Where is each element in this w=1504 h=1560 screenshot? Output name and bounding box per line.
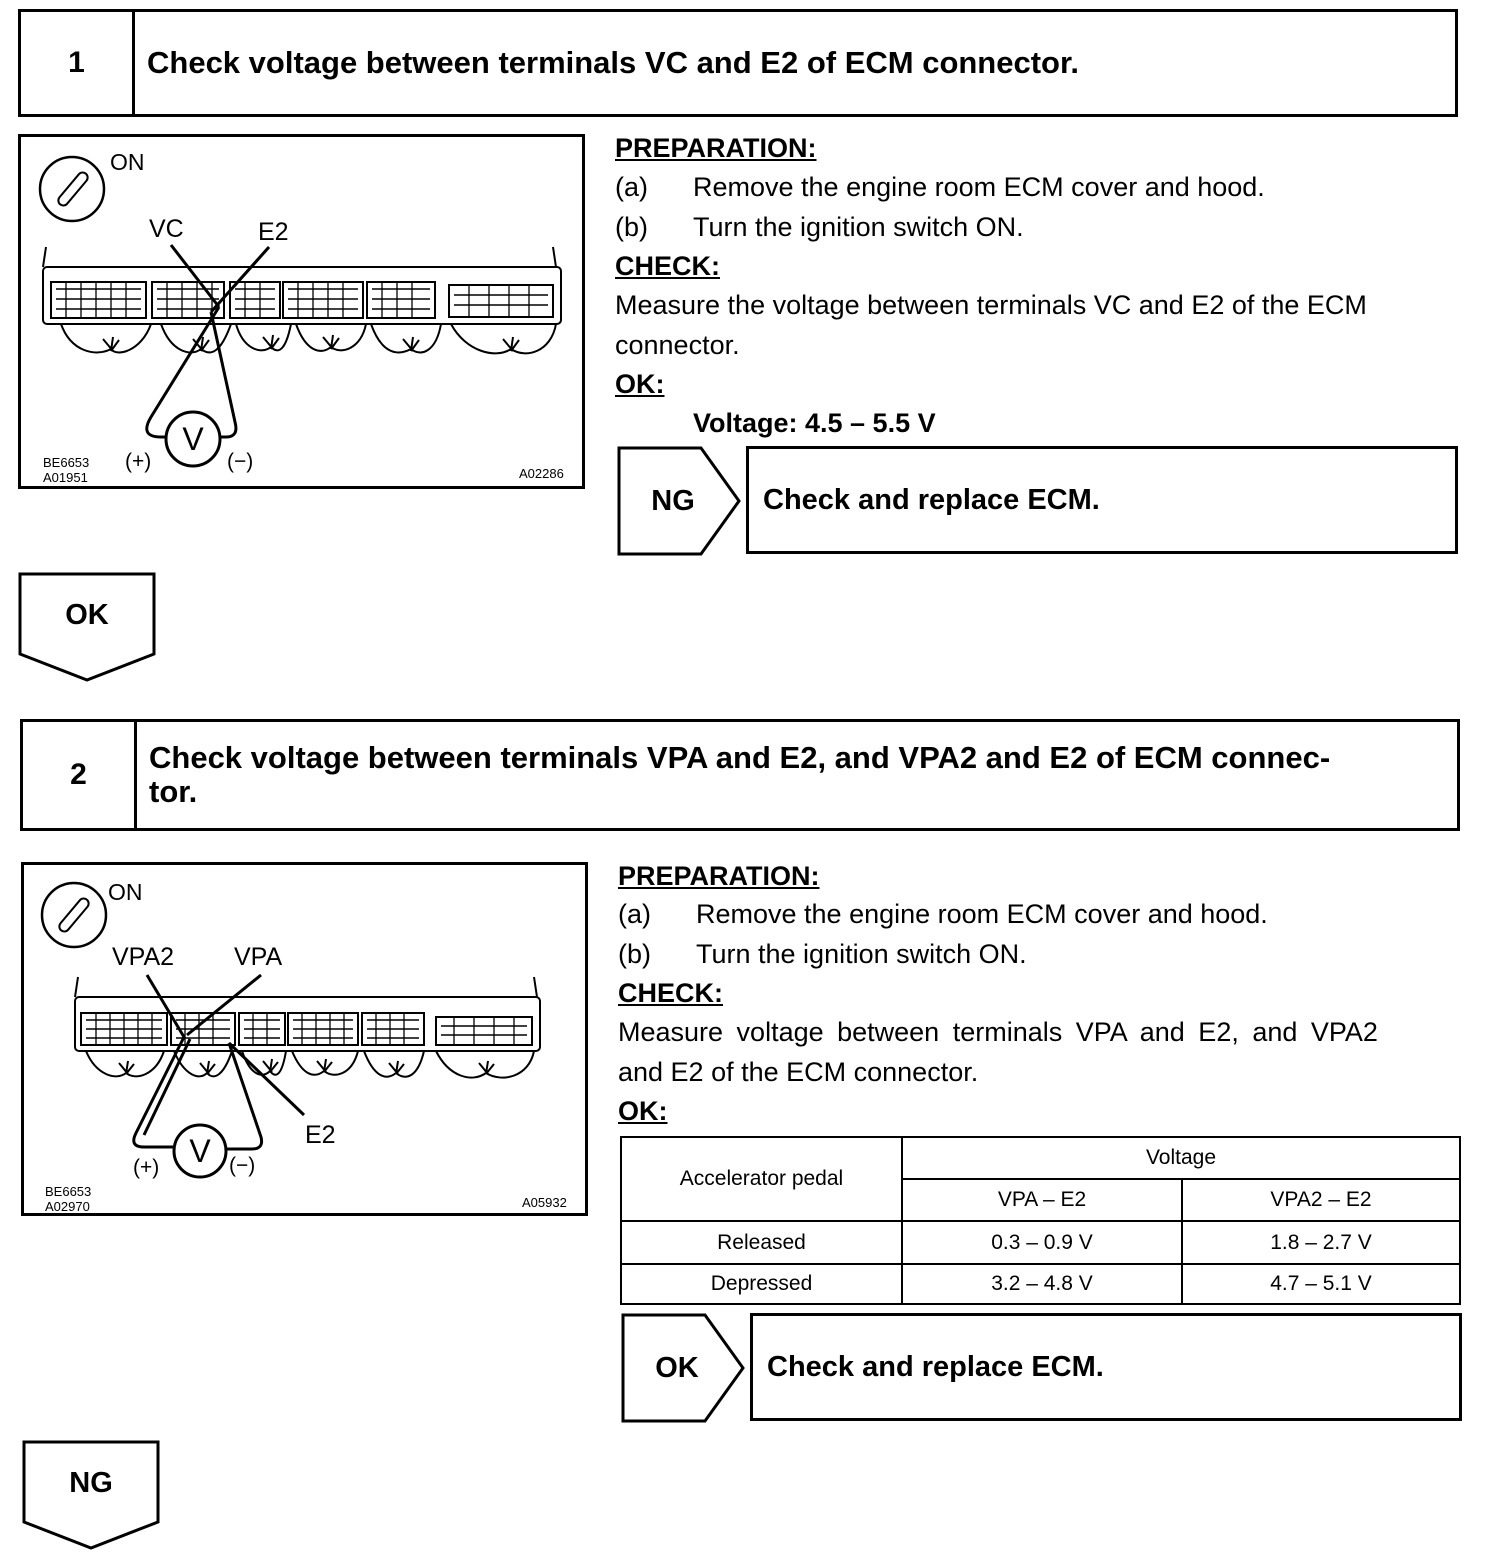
ok-down-arrow bbox=[18, 572, 156, 682]
ignition-switch-icon bbox=[40, 881, 108, 949]
ng-label: NG bbox=[651, 484, 695, 517]
minus-lead-label: (−) bbox=[227, 450, 253, 473]
ok-heading: OK: bbox=[618, 1096, 668, 1126]
ignition-switch-icon bbox=[38, 155, 106, 223]
step-1-figure: ON VC E2 V (+) (−) BE6653 A01951 A02286 bbox=[18, 134, 585, 489]
table-cell: 1.8 – 2.7 V bbox=[1181, 1220, 1461, 1265]
terminal-e2-label: E2 bbox=[258, 218, 289, 246]
check-heading: CHECK: bbox=[618, 978, 723, 1008]
voltmeter-icon bbox=[172, 1123, 228, 1179]
step-1-header: 1 Check voltage between terminals VC and… bbox=[18, 9, 1458, 117]
ng-next-label: NG bbox=[69, 1466, 113, 1499]
figure-code: A01951 bbox=[43, 470, 88, 485]
table-cell: Depressed bbox=[620, 1263, 903, 1305]
step-number: 2 bbox=[23, 722, 137, 828]
ok-heading: OK: bbox=[615, 369, 665, 399]
table-column-header: VPA2 – E2 bbox=[1181, 1178, 1461, 1222]
check-heading: CHECK: bbox=[615, 251, 720, 281]
ecm-connector bbox=[42, 246, 562, 355]
step-title: Check voltage between terminals VPA and … bbox=[149, 722, 1447, 828]
prep-b-text: Turn the ignition switch ON. bbox=[696, 939, 1027, 969]
probe-leads bbox=[132, 973, 306, 1151]
step-number: 1 bbox=[21, 12, 135, 114]
step-title: Check voltage between terminals VC and E… bbox=[147, 45, 1079, 80]
ok-spec-value: Voltage: 4.5 – 5.5 V bbox=[693, 408, 936, 438]
switch-on-label: ON bbox=[108, 879, 143, 905]
prep-a-marker: (a) bbox=[615, 172, 648, 202]
step-title-line: Check voltage between terminals VPA and … bbox=[149, 740, 1331, 775]
step-title-line: tor. bbox=[149, 774, 198, 809]
prep-b-text: Turn the ignition switch ON. bbox=[693, 212, 1024, 242]
ng-down-arrow bbox=[22, 1440, 160, 1550]
figure-code: A02286 bbox=[519, 466, 564, 481]
table-row-header: Accelerator pedal bbox=[620, 1136, 903, 1222]
table-cell: 3.2 – 4.8 V bbox=[901, 1263, 1183, 1305]
terminal-vpa-label: VPA bbox=[234, 943, 282, 971]
plus-lead-label: (+) bbox=[133, 1156, 159, 1179]
terminal-vc-label: VC bbox=[149, 215, 184, 243]
table-column-header: VPA – E2 bbox=[901, 1178, 1183, 1222]
terminal-e2-label: E2 bbox=[305, 1121, 336, 1149]
check-text: Measure voltage between terminals VPA an… bbox=[618, 1017, 1378, 1047]
prep-a-text: Remove the engine room ECM cover and hoo… bbox=[693, 172, 1265, 202]
step-2-header: 2 Check voltage between terminals VPA an… bbox=[20, 719, 1460, 831]
minus-lead-label: (−) bbox=[229, 1154, 255, 1177]
ecm-connector-diagram: ON VC E2 V (+) (−) BE6653 A01951 A02286 bbox=[38, 149, 564, 485]
table-group-header: Voltage bbox=[901, 1136, 1461, 1180]
table-cell: Released bbox=[620, 1220, 903, 1265]
prep-b-marker: (b) bbox=[615, 212, 648, 242]
prep-a-text: Remove the engine room ECM cover and hoo… bbox=[696, 899, 1268, 929]
voltmeter-icon bbox=[164, 410, 222, 468]
table-row: Depressed 3.2 – 4.8 V 4.7 – 5.1 V bbox=[620, 1263, 1461, 1305]
prep-b-marker: (b) bbox=[618, 939, 651, 969]
ng-arrow-shape bbox=[617, 446, 741, 556]
prep-a-marker: (a) bbox=[618, 899, 651, 929]
table-row: Released 0.3 – 0.9 V 1.8 – 2.7 V bbox=[620, 1220, 1461, 1265]
voltage-spec-table: Accelerator pedal Voltage VPA – E2 VPA2 … bbox=[620, 1136, 1461, 1305]
step-2-figure: ON VPA2 VPA E2 V (+) (−) BE6653 A02970 A… bbox=[21, 862, 588, 1216]
preparation-heading: PREPARATION: bbox=[618, 861, 820, 891]
table-cell: 0.3 – 0.9 V bbox=[901, 1220, 1183, 1265]
figure-code: A02970 bbox=[45, 1199, 90, 1214]
plus-lead-label: (+) bbox=[125, 450, 151, 473]
figure-code: A05932 bbox=[522, 1195, 567, 1210]
check-text: connector. bbox=[615, 330, 740, 360]
ecm-connector bbox=[74, 976, 541, 1079]
ng-action-box: Check and replace ECM. bbox=[746, 446, 1458, 554]
probe-leads bbox=[145, 244, 271, 439]
ok-label: OK bbox=[655, 1351, 699, 1384]
ok-next-label: OK bbox=[65, 598, 109, 631]
figure-code: BE6653 bbox=[45, 1184, 91, 1199]
voltmeter-symbol: V bbox=[182, 421, 204, 457]
check-text: Measure the voltage between terminals VC… bbox=[615, 290, 1367, 320]
terminal-vpa2-label: VPA2 bbox=[112, 943, 174, 971]
ok-arrow-shape bbox=[621, 1313, 745, 1423]
ecm-connector-diagram: ON VPA2 VPA E2 V (+) (−) BE6653 A02970 A… bbox=[40, 879, 567, 1214]
voltmeter-symbol: V bbox=[189, 1133, 211, 1169]
preparation-heading: PREPARATION: bbox=[615, 133, 817, 163]
ok-action-box: Check and replace ECM. bbox=[750, 1313, 1462, 1421]
check-text: and E2 of the ECM connector. bbox=[618, 1057, 979, 1087]
figure-code: BE6653 bbox=[43, 455, 89, 470]
table-cell: 4.7 – 5.1 V bbox=[1181, 1263, 1461, 1305]
switch-on-label: ON bbox=[110, 149, 145, 175]
